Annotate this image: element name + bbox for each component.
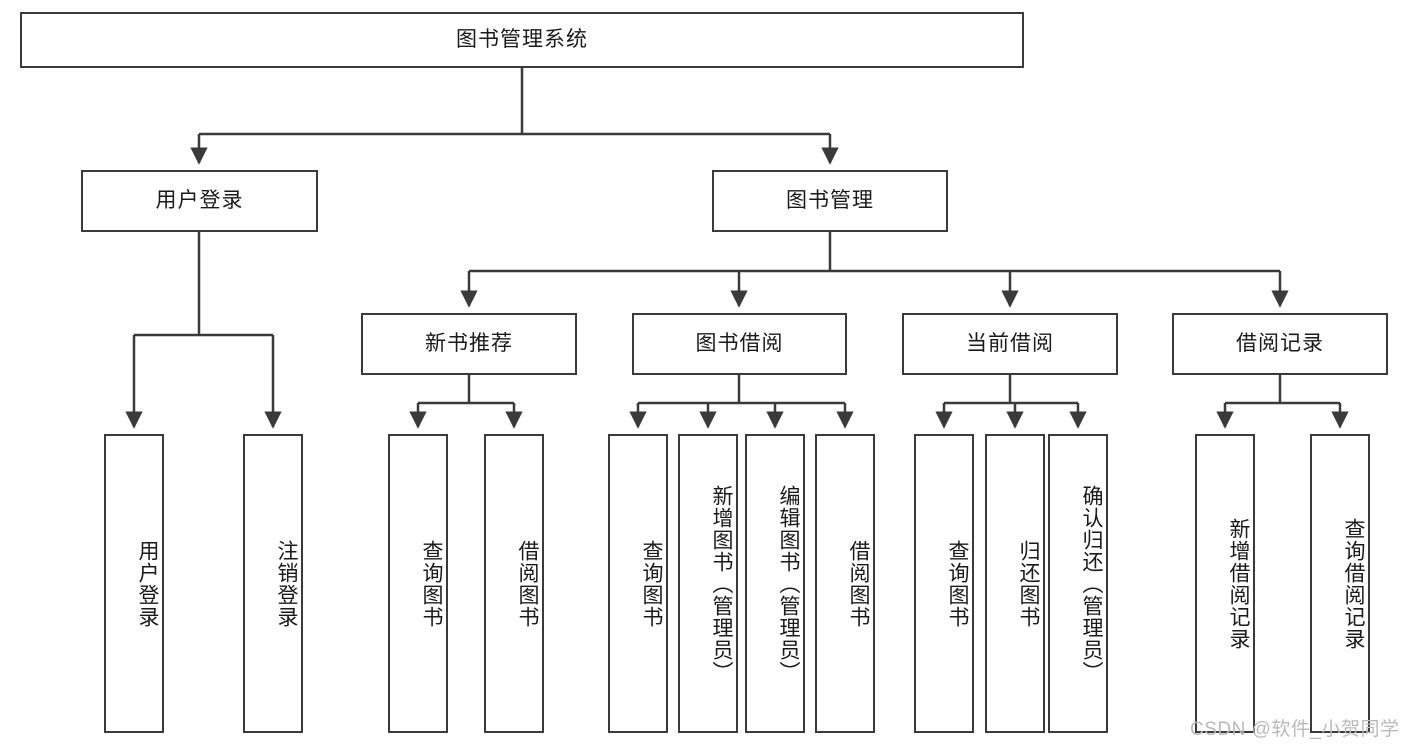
node-leaf-user-login[interactable]: 用户登录	[104, 434, 164, 733]
node-leaf-add-record-label: 新增借阅记录	[1227, 517, 1250, 650]
node-leaf-confirm-return[interactable]: 确认归还（管理员）	[1048, 434, 1108, 733]
node-leaf-query-book-2[interactable]: 查询图书	[608, 434, 668, 733]
node-leaf-borrow-book-1-label: 借阅图书	[516, 539, 539, 628]
node-leaf-edit-book[interactable]: 编辑图书（管理员）	[745, 434, 805, 733]
node-book-borrow[interactable]: 图书借阅	[632, 313, 847, 375]
node-user-login[interactable]: 用户登录	[81, 170, 318, 232]
node-user-login-label: 用户登录	[155, 189, 244, 213]
node-leaf-user-login-label: 用户登录	[136, 539, 159, 628]
node-new-book-recommend-label: 新书推荐	[425, 332, 513, 356]
node-leaf-return-book[interactable]: 归还图书	[985, 434, 1045, 733]
node-book-manage[interactable]: 图书管理	[712, 170, 948, 232]
node-leaf-add-book[interactable]: 新增图书（管理员）	[678, 434, 738, 733]
node-current-borrow[interactable]: 当前借阅	[902, 313, 1118, 375]
node-root[interactable]: 图书管理系统	[20, 12, 1024, 68]
node-leaf-query-record-label: 查询借阅记录	[1342, 517, 1365, 650]
node-root-label: 图书管理系统	[456, 28, 588, 52]
node-leaf-edit-book-label: 编辑图书（管理员）	[777, 484, 800, 683]
node-leaf-borrow-book-2-label: 借阅图书	[847, 539, 870, 628]
node-leaf-query-book-3[interactable]: 查询图书	[914, 434, 974, 733]
node-current-borrow-label: 当前借阅	[966, 332, 1054, 356]
node-book-borrow-label: 图书借阅	[695, 332, 784, 356]
csdn-watermark: CSDN @软件_小贺同学	[1190, 719, 1400, 740]
node-leaf-add-book-label: 新增图书（管理员）	[710, 484, 733, 683]
node-leaf-user-logout-label: 注销登录	[275, 539, 298, 628]
node-leaf-user-logout[interactable]: 注销登录	[243, 434, 303, 733]
node-leaf-return-book-label: 归还图书	[1017, 539, 1040, 628]
node-new-book-recommend[interactable]: 新书推荐	[361, 313, 577, 375]
node-leaf-query-book-1[interactable]: 查询图书	[388, 434, 448, 733]
node-borrow-record-label: 借阅记录	[1236, 332, 1324, 356]
node-leaf-query-book-3-label: 查询图书	[946, 539, 969, 628]
node-borrow-record[interactable]: 借阅记录	[1172, 313, 1388, 375]
node-leaf-borrow-book-2[interactable]: 借阅图书	[815, 434, 875, 733]
node-leaf-query-record[interactable]: 查询借阅记录	[1310, 434, 1370, 733]
node-leaf-add-record[interactable]: 新增借阅记录	[1195, 434, 1255, 733]
node-leaf-query-book-2-label: 查询图书	[640, 539, 663, 628]
node-book-manage-label: 图书管理	[786, 189, 874, 213]
node-leaf-confirm-return-label: 确认归还（管理员）	[1080, 484, 1103, 683]
node-leaf-query-book-1-label: 查询图书	[420, 539, 443, 628]
node-leaf-borrow-book-1[interactable]: 借阅图书	[484, 434, 544, 733]
